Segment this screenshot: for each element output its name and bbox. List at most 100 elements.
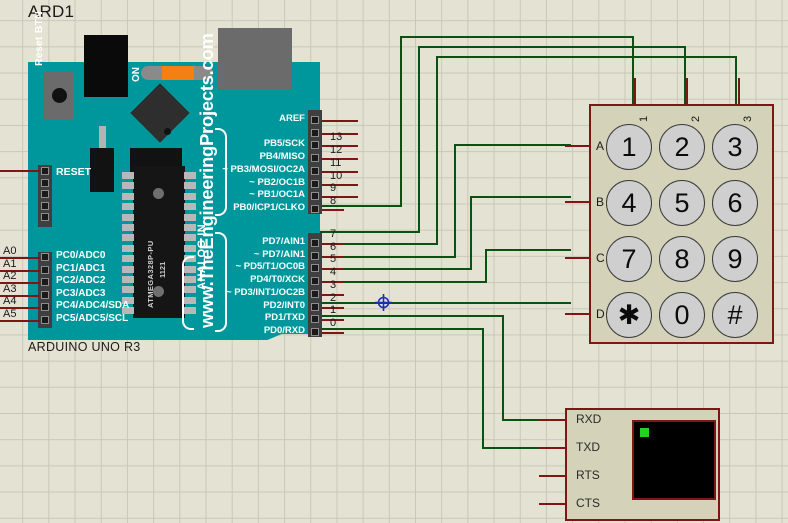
digital-pin-stub[interactable] bbox=[322, 170, 358, 173]
keypad-key-hash[interactable]: # bbox=[712, 292, 758, 338]
header-pin[interactable] bbox=[41, 316, 49, 324]
wire-segment[interactable] bbox=[502, 315, 504, 419]
header-pin[interactable] bbox=[311, 192, 319, 201]
digital-pin-stub[interactable] bbox=[322, 183, 358, 186]
header-pin[interactable] bbox=[311, 116, 319, 124]
analog-pin-stub[interactable] bbox=[0, 294, 40, 297]
analog-pin-stub[interactable] bbox=[0, 282, 40, 285]
keypad-key-7[interactable]: 7 bbox=[606, 236, 652, 282]
header-pin[interactable] bbox=[41, 178, 49, 187]
header-pin[interactable] bbox=[311, 327, 319, 336]
header-pin[interactable] bbox=[311, 277, 319, 286]
digital-pin-stub[interactable] bbox=[322, 208, 344, 211]
header-pin[interactable] bbox=[41, 278, 49, 287]
wire-segment[interactable] bbox=[320, 281, 487, 283]
wire-segment[interactable] bbox=[482, 328, 484, 447]
header-pin[interactable] bbox=[311, 154, 319, 163]
header-pin[interactable] bbox=[311, 239, 319, 247]
wire-segment[interactable] bbox=[684, 46, 686, 104]
keypad-key-5[interactable]: 5 bbox=[659, 180, 705, 226]
wire-segment[interactable] bbox=[454, 144, 456, 258]
wire-segment[interactable] bbox=[454, 144, 571, 146]
digital-pin-stub[interactable] bbox=[322, 243, 344, 245]
keypad-col-pin-stub[interactable] bbox=[634, 78, 636, 106]
header-pin[interactable] bbox=[41, 290, 49, 299]
digital-pin-stub[interactable] bbox=[322, 281, 344, 284]
header-pin[interactable] bbox=[41, 201, 49, 210]
keypad-key-2[interactable]: 2 bbox=[659, 124, 705, 170]
digital-pin-stub[interactable] bbox=[322, 293, 344, 296]
digital-pin-stub[interactable] bbox=[322, 255, 344, 258]
digital-pin-stub[interactable] bbox=[322, 196, 358, 199]
terminal-pin-stub[interactable] bbox=[539, 447, 567, 449]
digital-pin-stub[interactable] bbox=[322, 306, 344, 309]
wire-segment[interactable] bbox=[320, 243, 438, 245]
header-pin[interactable] bbox=[41, 303, 49, 312]
wire-segment[interactable] bbox=[320, 205, 402, 207]
header-pin[interactable] bbox=[311, 289, 319, 298]
analog-pin-stub[interactable] bbox=[0, 257, 40, 259]
wire-segment[interactable] bbox=[735, 56, 737, 104]
header-pin[interactable] bbox=[311, 128, 319, 137]
header-pin[interactable] bbox=[41, 213, 49, 222]
wire-segment[interactable] bbox=[470, 196, 472, 270]
wire-segment[interactable] bbox=[418, 46, 420, 233]
header-pin[interactable] bbox=[41, 190, 49, 199]
analog-pin-stub[interactable] bbox=[0, 307, 40, 310]
wire-segment[interactable] bbox=[436, 56, 438, 245]
terminal-pin-stub[interactable] bbox=[539, 419, 567, 421]
keypad-col-pin-stub[interactable] bbox=[738, 78, 740, 106]
header-pin[interactable] bbox=[41, 265, 49, 274]
keypad-key-6[interactable]: 6 bbox=[712, 180, 758, 226]
wire-segment[interactable] bbox=[400, 36, 402, 207]
wire-segment[interactable] bbox=[418, 46, 686, 48]
keypad-row-pin-stub[interactable] bbox=[565, 145, 591, 147]
digital-pin-stub[interactable] bbox=[322, 319, 344, 322]
wire-segment[interactable] bbox=[320, 315, 504, 317]
keypad-key-star[interactable]: ✱ bbox=[606, 292, 652, 338]
digital-pin-stub[interactable] bbox=[322, 120, 358, 122]
digital-pin-stub[interactable] bbox=[322, 268, 344, 271]
header-pin[interactable] bbox=[311, 166, 319, 175]
digital-pin-stub[interactable] bbox=[322, 331, 344, 334]
header-pin[interactable] bbox=[311, 302, 319, 311]
header-pin[interactable] bbox=[311, 141, 319, 150]
header-pin[interactable] bbox=[311, 264, 319, 273]
wire-segment[interactable] bbox=[632, 36, 634, 104]
wire-segment[interactable] bbox=[320, 231, 420, 233]
wire-segment[interactable] bbox=[482, 447, 563, 449]
keypad-key-3[interactable]: 3 bbox=[712, 124, 758, 170]
wire-segment[interactable] bbox=[400, 36, 634, 38]
header-pin[interactable] bbox=[311, 179, 319, 188]
keypad-row-pin-stub[interactable] bbox=[565, 201, 591, 203]
digital-pin-stub[interactable] bbox=[322, 145, 358, 148]
header-pin[interactable] bbox=[311, 315, 319, 324]
header-pin[interactable] bbox=[311, 251, 319, 260]
wire-segment[interactable] bbox=[470, 196, 571, 198]
keypad-row-pin-stub[interactable] bbox=[565, 313, 591, 315]
wire-segment[interactable] bbox=[485, 249, 487, 283]
keypad-key-4[interactable]: 4 bbox=[606, 180, 652, 226]
keypad-row-pin-stub[interactable] bbox=[565, 257, 591, 259]
wire-segment[interactable] bbox=[320, 268, 472, 270]
digital-pin-stub[interactable] bbox=[322, 158, 358, 161]
digital-pin-stub[interactable] bbox=[322, 132, 358, 135]
component-reference-label[interactable]: ARD1 bbox=[28, 2, 75, 21]
terminal-pin-stub[interactable] bbox=[539, 503, 567, 505]
keypad-key-0[interactable]: 0 bbox=[659, 292, 705, 338]
header-pin[interactable] bbox=[311, 204, 319, 213]
keypad-key-8[interactable]: 8 bbox=[659, 236, 705, 282]
wire-segment[interactable] bbox=[320, 302, 571, 304]
keypad-key-9[interactable]: 9 bbox=[712, 236, 758, 282]
keypad-key-1[interactable]: 1 bbox=[606, 124, 652, 170]
reset-pin-stub[interactable] bbox=[0, 170, 40, 172]
wire-segment[interactable] bbox=[320, 328, 484, 330]
wire-segment[interactable] bbox=[320, 256, 456, 258]
wire-segment[interactable] bbox=[436, 56, 737, 58]
header-pin[interactable] bbox=[41, 167, 49, 175]
keypad-col-pin-stub[interactable] bbox=[686, 78, 688, 106]
analog-pin-stub[interactable] bbox=[0, 320, 40, 322]
header-pin[interactable] bbox=[41, 253, 49, 261]
wire-segment[interactable] bbox=[502, 419, 563, 421]
